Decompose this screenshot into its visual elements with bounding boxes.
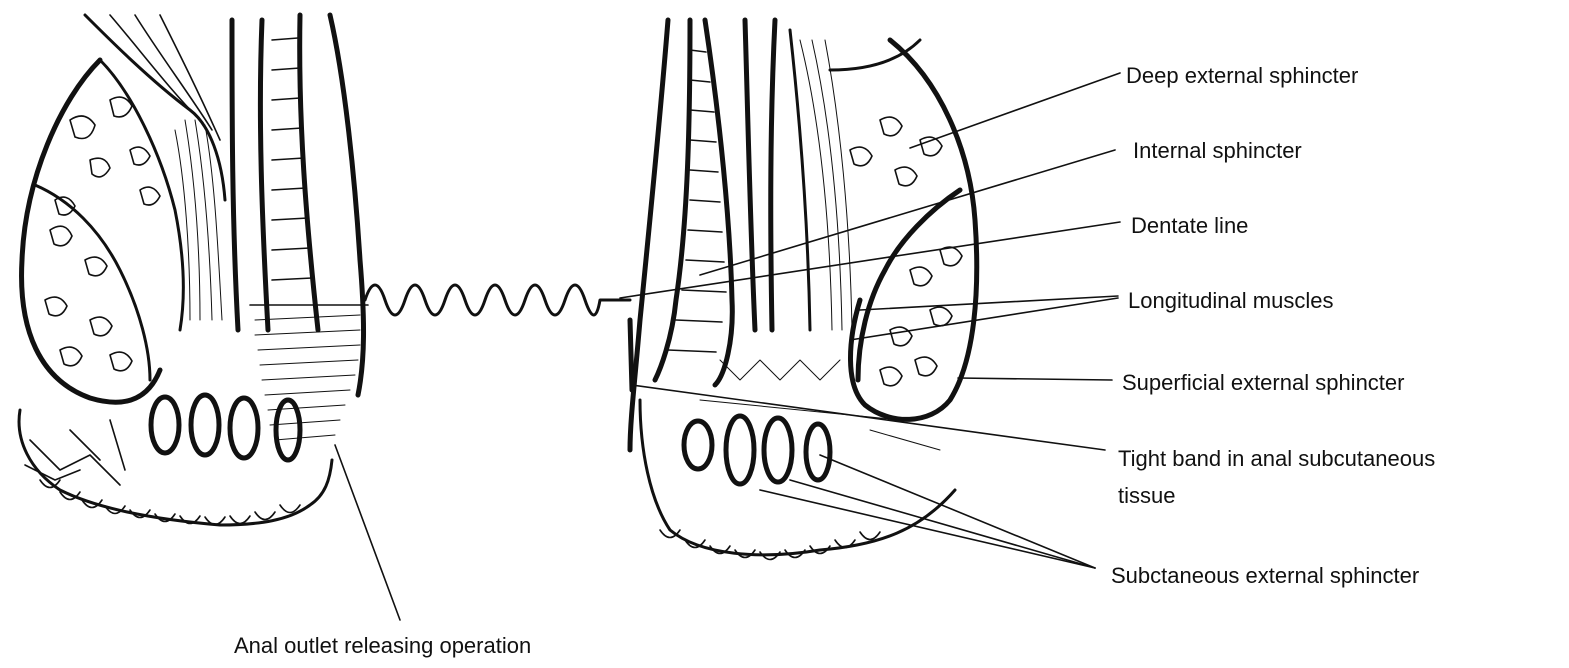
label-anal-outlet-releasing-operation: Anal outlet releasing operation bbox=[234, 633, 531, 658]
label-tight-band-line2: tissue bbox=[1118, 483, 1175, 508]
label-subcutaneous-external-sphincter: Subctaneous external sphincter bbox=[1111, 563, 1419, 588]
left-anatomy-illustration bbox=[19, 15, 368, 525]
leader-longitudinal-muscles-1 bbox=[860, 296, 1118, 310]
leader-superficial-external-sphincter bbox=[958, 378, 1112, 380]
right-anatomy-illustration bbox=[630, 20, 977, 560]
leader-deep-external-sphincter bbox=[910, 73, 1120, 148]
leader-subcutaneous-1 bbox=[820, 455, 1095, 568]
label-deep-external-sphincter: Deep external sphincter bbox=[1126, 63, 1358, 88]
leader-longitudinal-muscles-2 bbox=[850, 298, 1118, 340]
leader-subcutaneous-3 bbox=[760, 490, 1095, 568]
label-dentate-line: Dentate line bbox=[1131, 213, 1248, 238]
leader-subcutaneous-2 bbox=[790, 480, 1095, 568]
label-tight-band-line1: Tight band in anal subcutaneous bbox=[1118, 446, 1435, 471]
label-superficial-external-sphincter: Superficial external sphincter bbox=[1122, 370, 1404, 395]
label-internal-sphincter: Internal sphincter bbox=[1133, 138, 1302, 163]
leader-tight-band bbox=[632, 385, 1105, 450]
leader-internal-sphincter bbox=[700, 150, 1115, 275]
label-longitudinal-muscles: Longitudinal muscles bbox=[1128, 288, 1333, 313]
labels: Deep external sphincter Internal sphinct… bbox=[234, 63, 1435, 658]
leader-anal-outlet bbox=[335, 445, 400, 620]
wavy-dentate-connector bbox=[365, 285, 630, 315]
